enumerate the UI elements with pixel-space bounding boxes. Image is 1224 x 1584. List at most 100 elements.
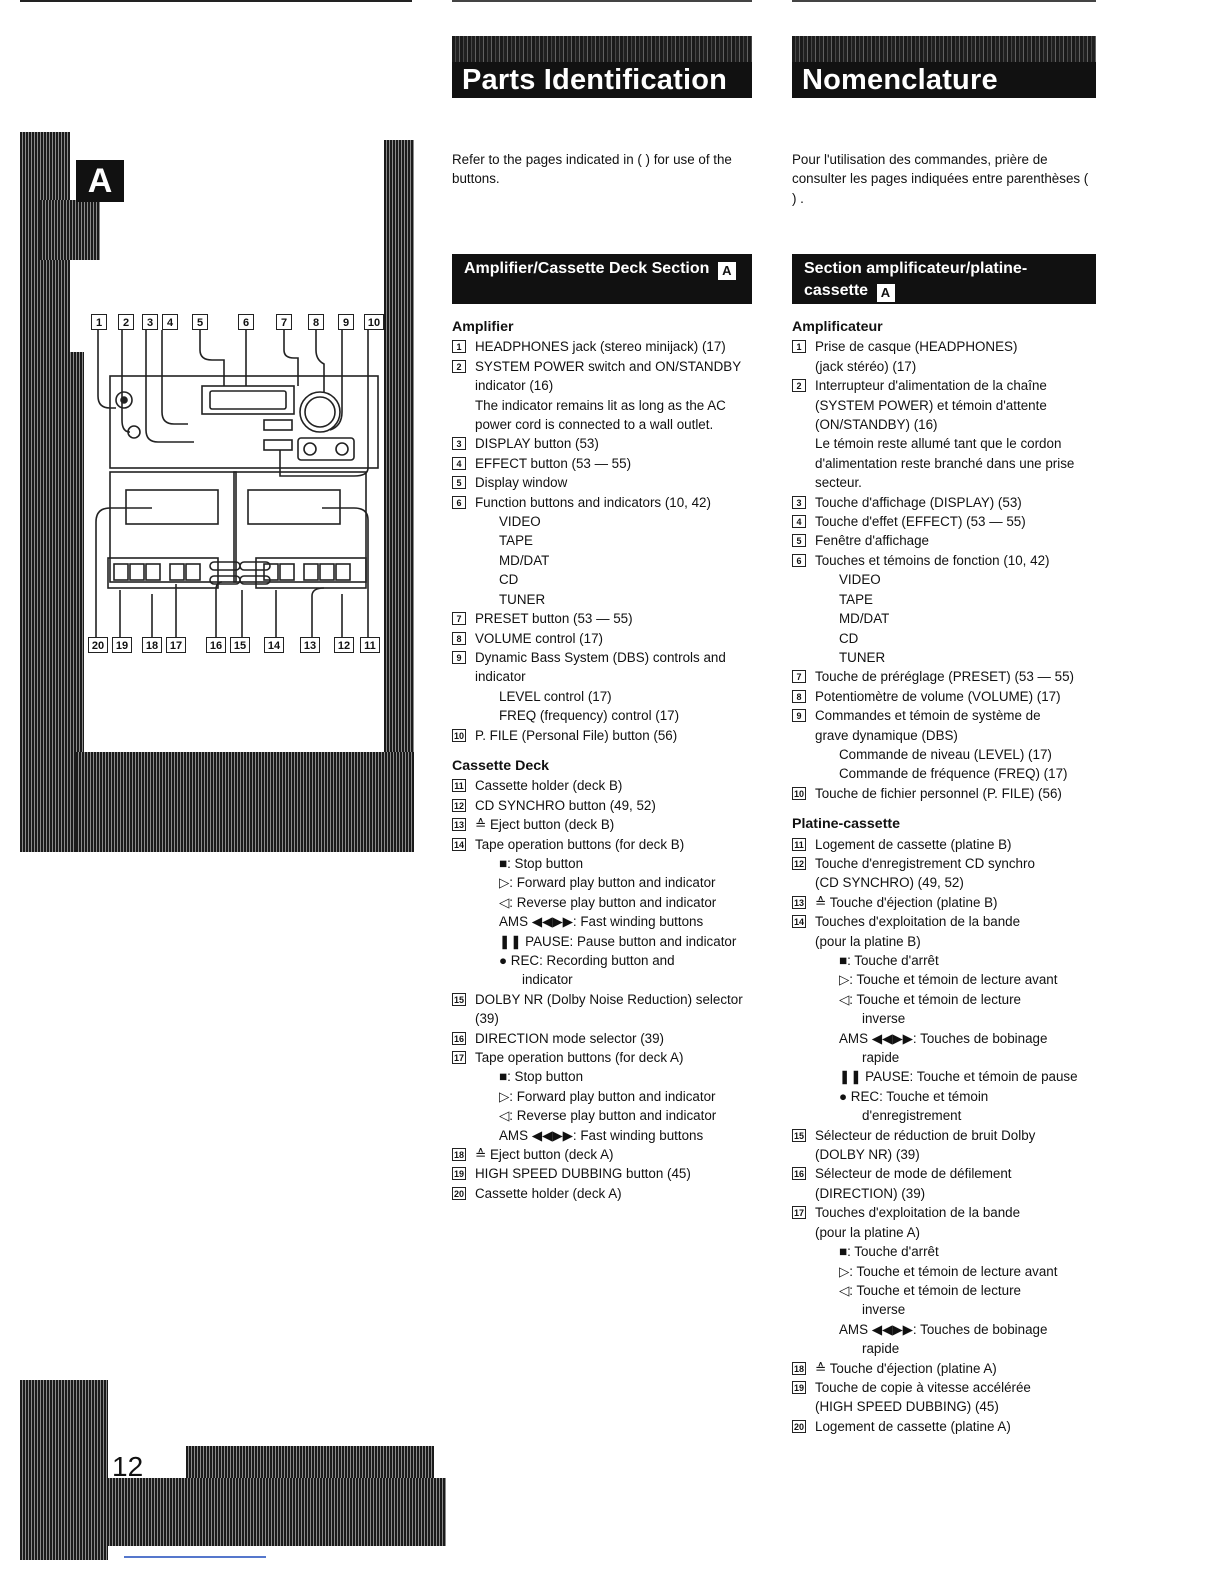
item-subtext: ◁: Reverse play button and indicator [499, 894, 717, 910]
item-subtext: TUNER [839, 649, 886, 665]
item-text: SYSTEM POWER switch and ON/STANDBY [475, 358, 742, 374]
item-number: 20 [792, 1419, 806, 1433]
item-subtext-cont: indicator [522, 972, 573, 988]
item-number: 14 [792, 915, 806, 929]
item-text: Touche de préréglage (PRESET) (53 — 55) [815, 669, 1075, 685]
item-number: 4 [792, 515, 806, 529]
page-number: 12 [112, 1451, 144, 1482]
callout-9: 9 [338, 314, 354, 330]
item-text: Touche d'enregistrement CD synchro [815, 855, 1035, 871]
item-text: CD SYNCHRO button (49, 52) [475, 797, 656, 813]
item-text: (jack stéréo) (17) [815, 358, 917, 374]
item-subtext: LEVEL control (17) [499, 688, 612, 704]
item-text: Commandes et témoin de système de [815, 708, 1041, 724]
callout-11: 11 [360, 637, 380, 653]
item-subtext: AMS ◀◀▶▶: Touches de bobinage [839, 1030, 1048, 1046]
item-19: 19 Touche de copie à vitesse accélérée (HI… [792, 1378, 1102, 1417]
item-number: 18 [792, 1361, 806, 1375]
item-subtext: FREQ (frequency) control (17) [499, 708, 680, 724]
top-rule [792, 0, 1096, 2]
item-text: Touche d'effet (EFFECT) (53 — 55) [815, 514, 1026, 530]
item-subtext: MD/DAT [839, 611, 890, 627]
item-number: 16 [452, 1031, 466, 1045]
english-section-title: Amplifier/Cassette Deck Section A [452, 254, 752, 304]
item-text: Touches et témoins de fonction (10, 42) [815, 552, 1050, 568]
item-text: Touche de fichier personnel (P. FILE) (5… [815, 785, 1062, 801]
item-number: 17 [792, 1206, 806, 1220]
item-4: 4 Touche d'effet (EFFECT) (53 — 55) [792, 512, 1102, 531]
item-number: 5 [792, 534, 806, 548]
callout-17: 17 [166, 637, 186, 653]
callout-13: 13 [300, 637, 320, 653]
item-text: Sélecteur de mode de défilement [815, 1166, 1012, 1182]
item-number: 1 [792, 340, 806, 354]
item-text: ≙ Touche d'éjection (platine B) [815, 894, 998, 910]
callout-1: 1 [91, 314, 107, 330]
deck-heading: Platine-cassette [792, 816, 901, 833]
item-subtext-cont: inverse [862, 1302, 906, 1318]
item-number: 8 [452, 631, 466, 645]
callout-2: 2 [118, 314, 134, 330]
item-8: 8 VOLUME control (17) [452, 629, 762, 648]
item-text: DIRECTION mode selector (39) [475, 1030, 665, 1046]
item-subtext: TAPE [499, 533, 533, 549]
item-text: DOLBY NR (Dolby Noise Reduction) selecto… [475, 991, 743, 1007]
item-subtext: ■: Touche d'arrêt [839, 953, 939, 968]
item-number: 19 [792, 1380, 806, 1394]
item-subtext: CD [499, 572, 519, 588]
item-text: VOLUME control (17) [475, 630, 603, 646]
item-number: 19 [452, 1167, 466, 1181]
item-subtext: VIDEO [839, 572, 881, 588]
callout-14: 14 [264, 637, 284, 653]
item-text: Potentiomètre de volume (VOLUME) (17) [815, 688, 1061, 704]
item-text: Sélecteur de réduction de bruit Dolby [815, 1127, 1036, 1143]
item-subtext: ▷: Forward play button and indicator [499, 1088, 716, 1104]
scan-stripe [384, 140, 414, 852]
item-16: 16 DIRECTION mode selector (39) [452, 1029, 762, 1048]
item-number: 17 [452, 1051, 466, 1065]
item-text: Prise de casque (HEADPHONES) [815, 339, 1018, 355]
item-text: grave dynamique (DBS) [815, 727, 958, 743]
callout-12: 12 [334, 637, 354, 653]
item-text: Display window [475, 475, 568, 491]
callout-18: 18 [142, 637, 162, 653]
item-text: (ON/STANDBY) (16) [815, 417, 938, 433]
item-text: Touches d'exploitation de la bande [815, 914, 1021, 930]
item-subtext: ❚❚ PAUSE: Touche et témoin de pause [839, 1069, 1078, 1085]
item-number: 5 [452, 476, 466, 490]
item-text: (pour la platine A) [815, 1224, 920, 1240]
top-rule [452, 0, 752, 2]
callout-8: 8 [308, 314, 324, 330]
item-text: Le témoin reste allumé tant que le cordo… [815, 436, 1062, 452]
item-text: Cassette holder (deck B) [475, 778, 623, 794]
item-text: (HIGH SPEED DUBBING) (45) [815, 1399, 999, 1415]
item-number: 13 [792, 895, 806, 909]
item-text: indicator [475, 669, 526, 685]
item-subtext: ■: Stop button [499, 1069, 584, 1085]
callout-10: 10 [364, 314, 384, 330]
item-13: 13≙ Eject button (deck B) [452, 815, 762, 834]
item-subtext: ● REC: Recording button and [499, 953, 675, 968]
item-number: 1 [452, 340, 466, 354]
callout-19: 19 [112, 637, 132, 653]
item-text: P. FILE (Personal File) button (56) [475, 727, 678, 743]
item-text: Interrupteur d'alimentation de la chaîne [815, 378, 1047, 394]
item-number: 3 [792, 495, 806, 509]
deck-heading: Cassette Deck [452, 757, 550, 774]
section-badge: A [717, 262, 736, 280]
item-text: d'alimentation reste branché dans une pr… [815, 455, 1075, 471]
item-text: (pour la platine B) [815, 933, 921, 949]
item-subtext: AMS ◀◀▶▶: Fast winding buttons [499, 1127, 704, 1143]
item-text: Touche de copie à vitesse accélérée [815, 1379, 1031, 1395]
item-subtext: TAPE [839, 591, 873, 607]
callout-6: 6 [238, 314, 254, 330]
